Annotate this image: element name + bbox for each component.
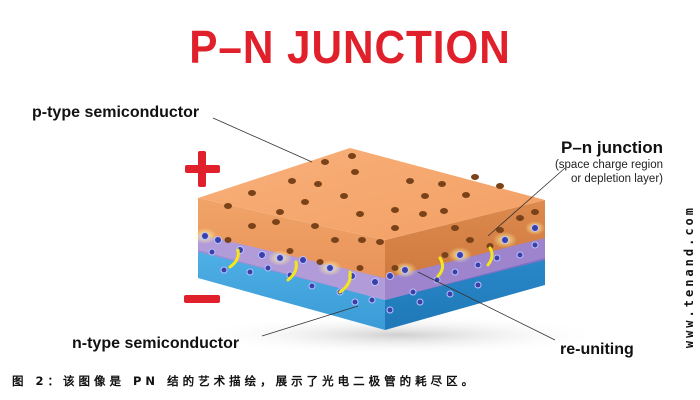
electrons xyxy=(201,224,539,314)
label-junction-sub-2: or depletion layer) xyxy=(570,173,663,185)
label-p-type: p-type semiconductor xyxy=(32,104,200,121)
plus-icon xyxy=(185,151,220,187)
label-junction-title: P–n junction xyxy=(561,138,663,157)
n-layer-front xyxy=(198,250,385,330)
p-layer-top xyxy=(198,148,545,240)
label-reuniting: re-uniting xyxy=(560,341,634,358)
diagram-title: P–N JUNCTION xyxy=(189,21,511,73)
p-layer-front xyxy=(198,198,385,278)
label-n-type: n-type semiconductor xyxy=(72,335,240,352)
p-layer-side xyxy=(385,200,545,278)
figure-caption: 图 2：该图像是 PN 结的艺术描绘，展示了光电二极管的耗尽区。 xyxy=(12,374,478,388)
leader-lines xyxy=(212,117,566,341)
depletion-side xyxy=(385,232,545,300)
holes xyxy=(224,153,539,271)
label-junction-sub-1: (space charge region xyxy=(554,159,663,171)
minus-icon xyxy=(184,295,220,303)
recombination-arrows xyxy=(228,246,494,294)
n-layer-side xyxy=(385,258,545,330)
watermark: www.tenand.com xyxy=(682,205,696,349)
